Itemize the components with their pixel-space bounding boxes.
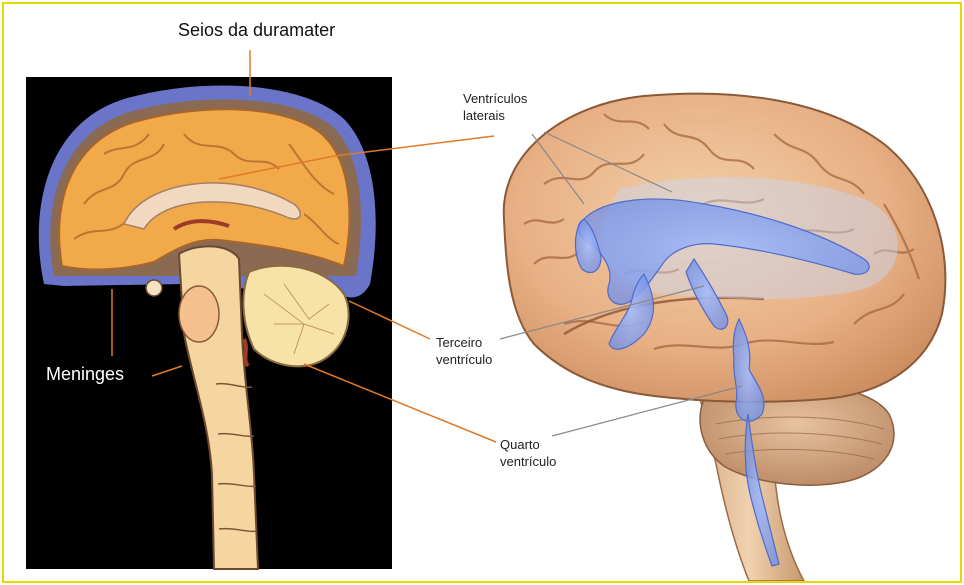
label-terceiro-ventriculo: Terceiro ventrículo bbox=[436, 334, 492, 368]
label-quarto-line1: Quarto bbox=[500, 436, 556, 453]
label-terceiro-line2: ventrículo bbox=[436, 351, 492, 368]
label-seios-da-duramater: Seios da duramater bbox=[178, 20, 335, 41]
label-quarto-ventriculo: Quarto ventrículo bbox=[500, 436, 556, 470]
sagittal-section-image bbox=[26, 77, 392, 569]
label-ventriculos-laterais: Ventrículos laterais bbox=[463, 90, 527, 124]
label-ventriculos-line2: laterais bbox=[463, 107, 527, 124]
label-ventriculos-line1: Ventrículos bbox=[463, 90, 527, 107]
label-terceiro-line1: Terceiro bbox=[436, 334, 492, 351]
brain-ventricles-image bbox=[504, 94, 946, 581]
label-quarto-line2: ventrículo bbox=[500, 453, 556, 470]
label-meninges: Meninges bbox=[46, 364, 124, 385]
